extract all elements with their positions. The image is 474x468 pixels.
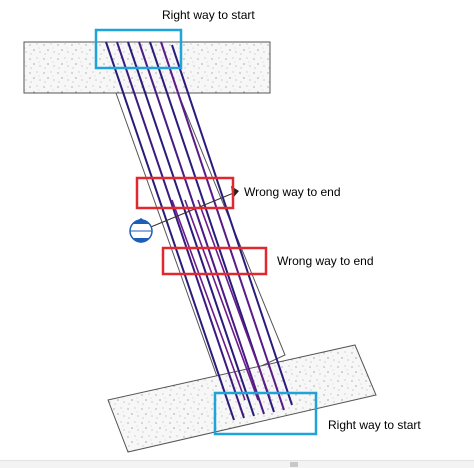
wrong-end-label-2: Wrong way to end: [277, 254, 374, 268]
lower-rebar-2: [184, 199, 259, 401]
rebar-4: [138, 41, 265, 415]
section-cut-icon[interactable]: [129, 218, 153, 243]
wrong-end-label-1: Wrong way to end: [244, 185, 341, 199]
top-start-box: [94, 28, 183, 70]
lower-rebar-3: [197, 199, 271, 399]
lower-rebar-group: [171, 199, 271, 401]
section-cut-line: [140, 191, 237, 232]
bottom-start-label: Right way to start: [328, 418, 421, 432]
rebar-6: [160, 41, 285, 411]
wrong-end-box-1: [135, 176, 235, 210]
rebar-2: [116, 41, 245, 419]
scrollbar-thumb[interactable]: [290, 462, 298, 467]
bottom-slab: [107, 344, 377, 453]
lower-rebar-1: [171, 199, 246, 401]
wrong-end-box-2: [161, 246, 268, 276]
rebar-3: [127, 41, 255, 417]
rebar-7: [171, 44, 293, 406]
rebar-1: [105, 41, 235, 421]
bottom-start-box: [213, 391, 318, 436]
rebar-group: [105, 41, 293, 421]
horizontal-scrollbar[interactable]: [0, 460, 474, 468]
top-start-label: Right way to start: [162, 8, 255, 22]
